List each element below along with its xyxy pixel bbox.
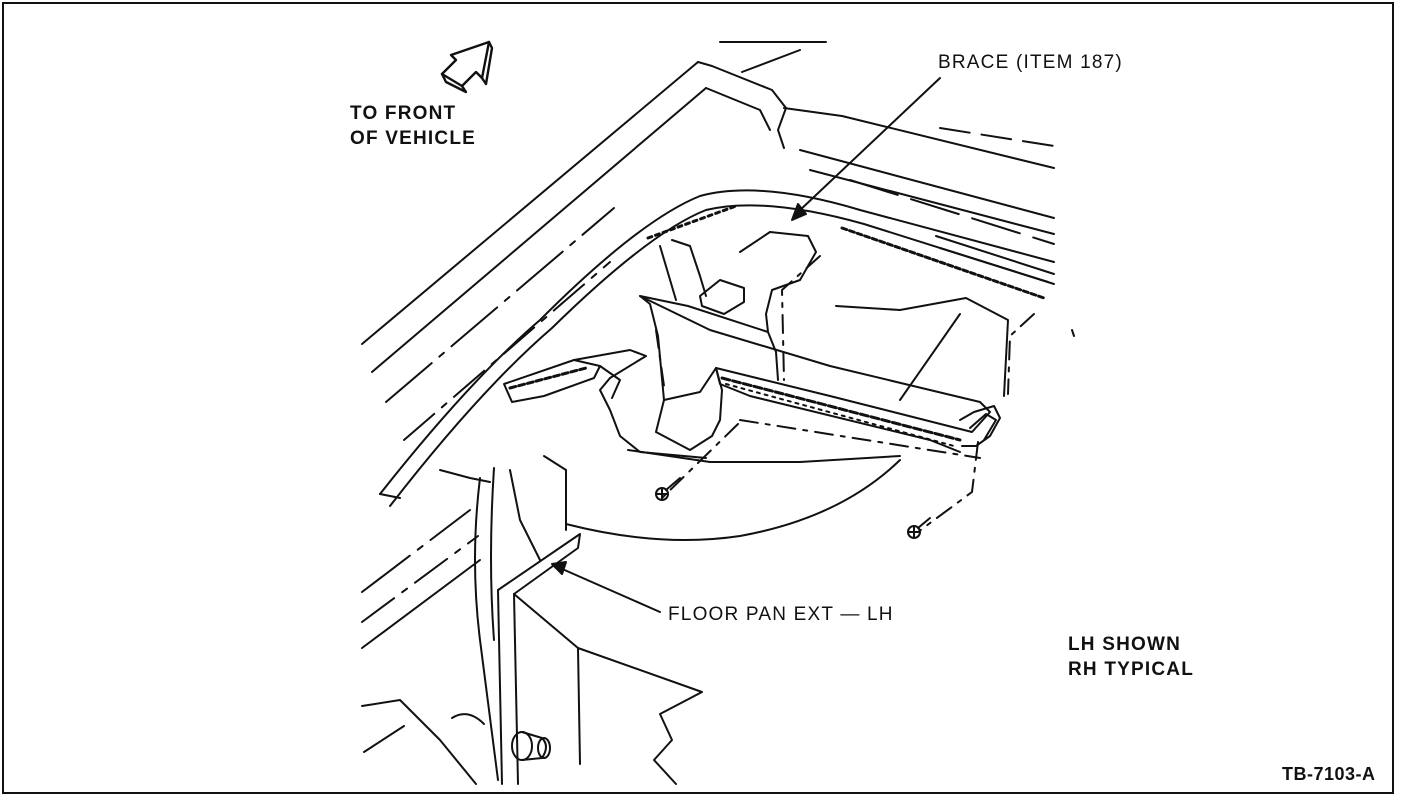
wheelhouse-flange <box>379 189 1055 507</box>
lh-shown-label: LH SHOWN RH TYPICAL <box>1068 632 1194 682</box>
floor-pan-sheet <box>565 297 1009 541</box>
front-label-line-2: OF VEHICLE <box>350 128 477 149</box>
figure-id-label: TB-7103-A <box>1282 764 1376 784</box>
edge-mark <box>1071 329 1075 337</box>
shown-label-line-1: LH SHOWN <box>1068 634 1182 655</box>
drawing-frame <box>2 2 1394 794</box>
screw-icon <box>655 477 681 501</box>
brace-label: BRACE (ITEM 187) <box>938 52 1123 73</box>
floor-pan-ext-lh <box>474 455 703 785</box>
front-label-line-1: TO FRONT <box>350 103 457 124</box>
bolt-icon <box>511 731 551 761</box>
leader-lines <box>551 77 941 613</box>
shown-label-line-2: RH TYPICAL <box>1068 659 1194 680</box>
front-arrow-icon <box>440 40 494 94</box>
lower-left-panel-lines <box>361 469 491 785</box>
floor-pan-label: FLOOR PAN EXT — LH <box>668 604 894 625</box>
screw-icon <box>907 517 931 539</box>
brace-left-tab <box>503 349 707 459</box>
brace-item-187 <box>639 231 1001 453</box>
rear-floor-lines <box>783 107 1055 285</box>
front-of-vehicle-label: TO FRONT OF VEHICLE <box>350 101 476 151</box>
